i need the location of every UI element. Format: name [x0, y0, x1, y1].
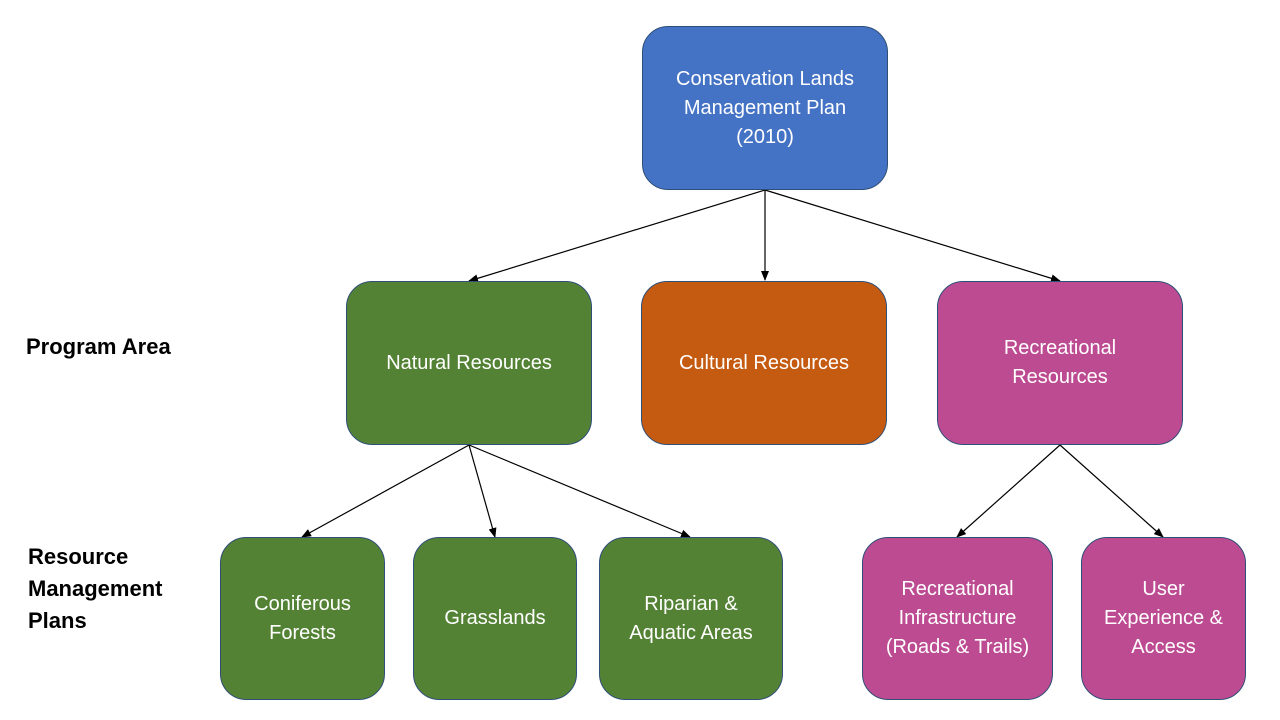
node-cultural-resources: Cultural Resources — [641, 281, 887, 445]
node-grasslands: Grasslands — [413, 537, 577, 700]
node-coniferous-forests-label: Coniferous Forests — [254, 592, 351, 644]
arrow-root-to-recreational — [764, 189, 1061, 283]
arrow-natural-to-riparian — [468, 444, 691, 538]
program-area-label: Program Area — [26, 334, 171, 359]
node-coniferous-forests: Coniferous Forests — [220, 537, 385, 700]
node-recreational-infrastructure: Recreational Infrastructure (Roads & Tra… — [862, 537, 1053, 700]
node-riparian-aquatic: Riparian & Aquatic Areas — [599, 537, 783, 700]
arrow-root-to-natural — [468, 189, 766, 283]
node-recreational-resources: Recreational Resources — [937, 281, 1183, 445]
arrow-recreational-to-infrastructure — [956, 444, 1061, 538]
node-root-plan: Conservation Lands Management Plan (2010… — [642, 26, 888, 190]
node-riparian-aquatic-label: Riparian & Aquatic Areas — [629, 592, 753, 644]
node-user-experience-label: User Experience & Access — [1104, 578, 1223, 658]
node-recreational-resources-label: Recreational Resources — [1003, 337, 1117, 388]
node-user-experience: User Experience & Access — [1081, 537, 1246, 700]
node-cultural-resources-label: Cultural Resources — [678, 351, 850, 374]
arrow-recreational-to-user-experience — [1059, 444, 1164, 538]
arrow-natural-to-coniferous — [301, 444, 470, 538]
node-recreational-infrastructure-label: Recreational Infrastructure (Roads & Tra… — [885, 578, 1030, 658]
arrow-natural-to-grasslands — [468, 444, 497, 538]
node-natural-resources: Natural Resources — [346, 281, 592, 445]
node-root-plan-label: Conservation Lands Management Plan (2010… — [676, 67, 854, 148]
resource-management-plans-label: Resource Management Plans — [28, 544, 163, 633]
node-grasslands-label: Grasslands — [444, 607, 546, 629]
node-natural-resources-label: Natural Resources — [386, 351, 552, 374]
